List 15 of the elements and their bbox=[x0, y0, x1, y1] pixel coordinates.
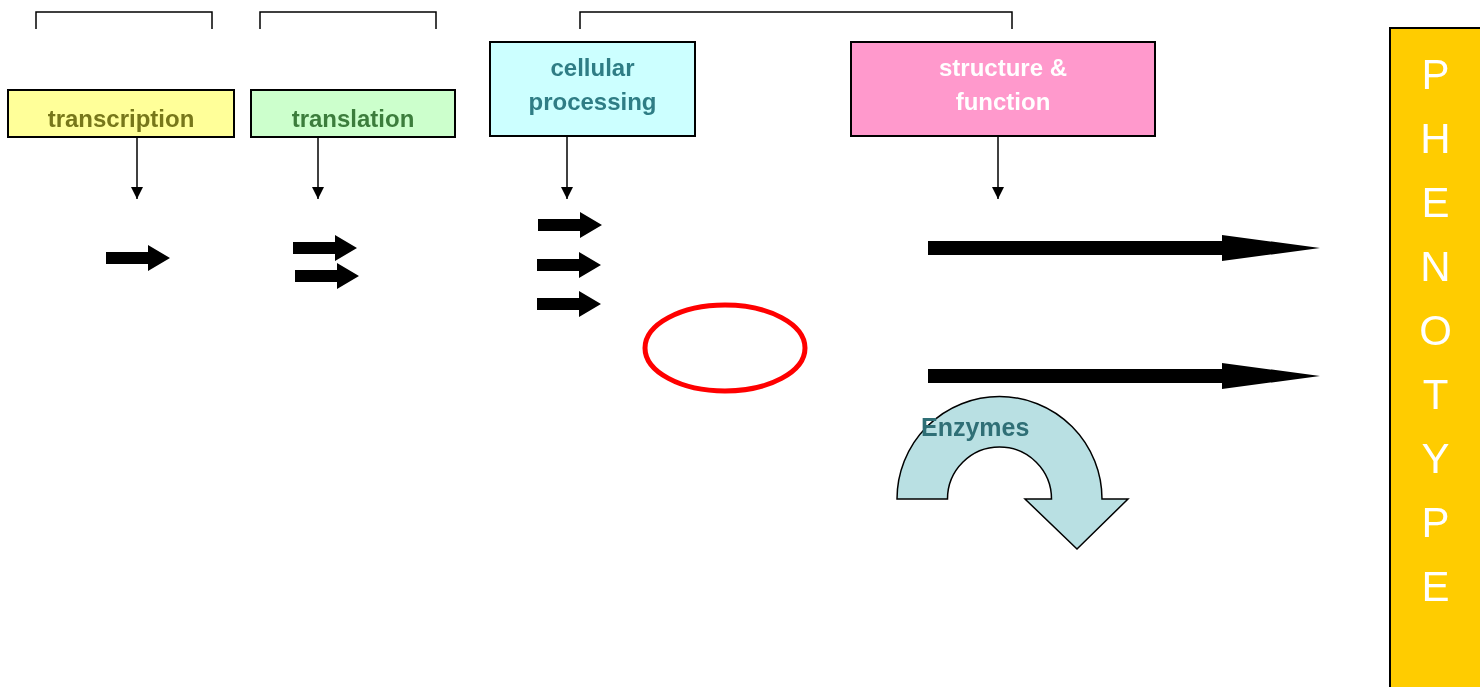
process-box bbox=[850, 41, 1156, 137]
box-label: structure & function bbox=[938, 53, 1068, 117]
arrow bbox=[561, 136, 573, 200]
process-box bbox=[250, 89, 456, 138]
box-label: translation bbox=[291, 104, 415, 135]
process-box bbox=[7, 89, 235, 138]
vertical-label: PHENOTYPE bbox=[1418, 50, 1453, 612]
process-box bbox=[489, 41, 696, 137]
arrow bbox=[131, 137, 143, 200]
box-label: transcription bbox=[47, 104, 195, 135]
box-label: cellular processing bbox=[527, 53, 658, 117]
arrow bbox=[312, 137, 324, 200]
ellipse bbox=[642, 302, 808, 394]
phenotype-bar bbox=[1389, 27, 1480, 687]
arrow bbox=[992, 136, 1004, 200]
